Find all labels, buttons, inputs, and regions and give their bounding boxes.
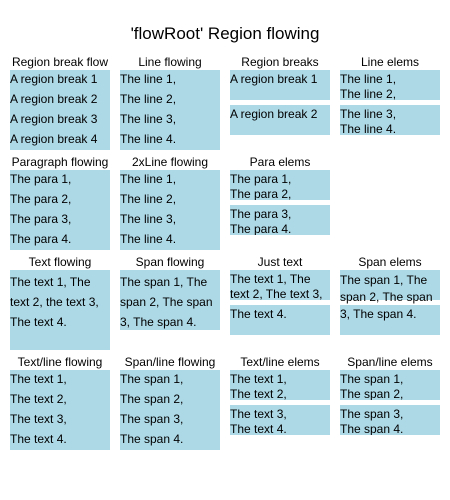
flow-region: The line 3, The line 4.: [340, 105, 440, 135]
flow-region: The line 3,: [120, 110, 220, 130]
test-title: Span flowing: [135, 255, 205, 269]
flow-region: The para 1,: [10, 170, 110, 190]
test-para-elems: Para elems The para 1, The para 2, The p…: [230, 155, 330, 235]
flow-region: The line 1,: [120, 170, 220, 190]
flow-region: [120, 290, 220, 310]
flow-region: [10, 330, 110, 350]
test-title: Region breaks: [241, 55, 319, 69]
test-title: Just text: [257, 255, 303, 269]
flow-region: The line 2,: [120, 90, 220, 110]
test-span-line-flowing: Span/line flowing The span 1, The span 2…: [120, 355, 220, 450]
flow-region: [10, 290, 110, 310]
test-line-elems: Line elems The line 1, The line 2, The l…: [340, 55, 440, 135]
flow-region: [10, 270, 110, 290]
test-title: Line elems: [360, 55, 420, 69]
test-title: Paragraph flowing: [11, 155, 109, 169]
flow-region: The text 2,: [10, 390, 110, 410]
flow-region: [120, 270, 220, 290]
test-title: Span elems: [358, 255, 422, 269]
flow-region: The line 1, The line 2,: [340, 70, 440, 100]
flow-region: A region break 1: [10, 70, 110, 90]
flow-region: [10, 310, 110, 330]
flowed-text: The text 1, The text 2, the text 3, The …: [10, 275, 99, 329]
test-span-elems: Span elems The span 1, The span 2, The s…: [340, 255, 440, 335]
flow-region: The span 2,: [120, 390, 220, 410]
test-text-line-elems: Text/line elems The text 1, The text 2, …: [230, 355, 330, 435]
flow-region: A region break 2: [230, 105, 330, 135]
test-title: Line flowing: [138, 55, 202, 69]
flow-region: A region break 4: [10, 130, 110, 150]
test-title: Text flowing: [28, 255, 92, 269]
flow-region: The line 2,: [120, 190, 220, 210]
test-title: Para elems: [249, 155, 311, 169]
flowed-text: The span 1, The span 2, The span 3, The …: [120, 275, 213, 329]
test-line-flowing: Line flowing The line 1, The line 2, The…: [120, 55, 220, 150]
test-span-line-elems: Span/line elems The span 1, The span 2, …: [340, 355, 440, 435]
test-region-breaks: Region breaks A region break 1 A region …: [230, 55, 330, 135]
test-2xline-flowing: 2xLine flowing The line 1, The line 2, T…: [120, 155, 220, 250]
flow-region: The text 4.: [10, 430, 110, 450]
flow-region: The line 4.: [120, 130, 220, 150]
flow-region: The line 4.: [120, 230, 220, 250]
test-region-break-flow: Region break flow A region break 1 A reg…: [10, 55, 110, 150]
flow-region: The text 4.: [230, 305, 330, 335]
flow-region: The text 1,: [10, 370, 110, 390]
flow-region: The line 3,: [120, 210, 220, 230]
flow-region: [340, 305, 440, 335]
test-title: Region break flow: [11, 55, 109, 69]
flow-region: The para 3,: [10, 210, 110, 230]
flow-region: A region break 1: [230, 70, 330, 100]
flow-region: The span 3, The span 4.: [340, 405, 440, 435]
test-span-flowing: Span flowing The span 1, The span 2, The…: [120, 255, 220, 330]
flow-region: [340, 270, 440, 300]
flow-region: The para 4.: [10, 230, 110, 250]
flow-region: The line 1,: [120, 70, 220, 90]
test-paragraph-flowing: Paragraph flowing The para 1, The para 2…: [10, 155, 110, 250]
flow-region: [120, 310, 220, 330]
flow-region: A region break 3: [10, 110, 110, 130]
flow-region: The para 2,: [10, 190, 110, 210]
test-title: 2xLine flowing: [131, 155, 209, 169]
flow-region: The span 1,: [120, 370, 220, 390]
test-title: Text/line flowing: [17, 355, 103, 369]
test-text-line-flowing: Text/line flowing The text 1, The text 2…: [10, 355, 110, 450]
flow-region: The text 1, The text 2,: [230, 370, 330, 400]
page-title: 'flowRoot' Region flowing: [130, 24, 320, 43]
flow-region: The para 3, The para 4.: [230, 205, 330, 235]
flow-region: The para 1, The para 2,: [230, 170, 330, 200]
flow-region: A region break 2: [10, 90, 110, 110]
flow-region: The span 4.: [120, 430, 220, 450]
test-title: Span/line flowing: [124, 355, 216, 369]
test-text-flowing: Text flowing The text 1, The text 2, the…: [10, 255, 110, 350]
flow-region: The span 1, The span 2,: [340, 370, 440, 400]
test-title: Span/line elems: [347, 355, 433, 369]
flow-region: The span 3,: [120, 410, 220, 430]
flow-region: The text 3, The text 4.: [230, 405, 330, 435]
flowed-text: The span 1, The span 2, The span 3, The …: [340, 273, 433, 321]
flow-region: The text 1, The text 2, The text 3,: [230, 270, 330, 300]
test-title: Text/line elems: [240, 355, 320, 369]
flow-region: The text 3,: [10, 410, 110, 430]
test-just-text: Just text The text 1, The text 2, The te…: [230, 255, 330, 335]
